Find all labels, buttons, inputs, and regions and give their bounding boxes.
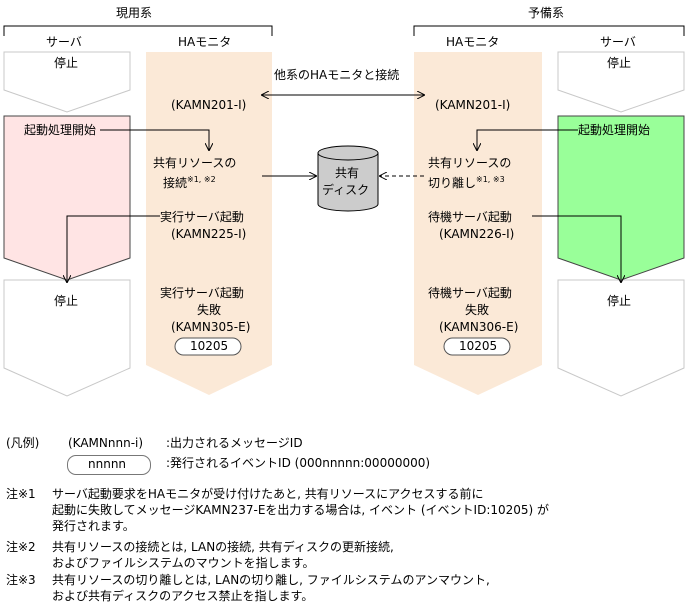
standby-monitor-msg1: (KAMN201-I): [435, 98, 511, 112]
active-monitor-column: [146, 52, 272, 395]
connection-label: 他系のHAモニタと接続: [274, 68, 400, 82]
active-start-server-label: 実行サーバ起動: [160, 210, 244, 224]
active-shared-note: ※1, ※2: [187, 175, 216, 184]
note2-line2: およびファイルシステムのマウントを指します。: [52, 556, 315, 570]
active-server-process-label: 起動処理開始: [24, 123, 97, 137]
standby-event-badge: [443, 337, 511, 356]
standby-shared-note: ※1, ※3: [476, 175, 505, 184]
legend-message-sample: (KAMNnnn-i): [68, 436, 144, 450]
active-fail-line2: 失敗: [197, 303, 222, 317]
active-start-arrow: [100, 129, 209, 150]
standby-server-stop-bottom: [557, 279, 685, 397]
active-server-stop-bottom: [3, 279, 131, 397]
legend-event-badge: [67, 455, 151, 475]
standby-monitor-heading: HAモニタ: [446, 35, 500, 49]
active-server-stop-top-label: 停止: [54, 56, 79, 70]
standby-server-heading: サーバ: [600, 35, 636, 49]
active-event-badge: [174, 337, 242, 356]
active-shared-line2: 接続※1, ※2: [163, 175, 216, 190]
standby-start-server-label: 待機サーバ起動: [428, 210, 512, 224]
active-event-id: 10205: [190, 339, 229, 353]
note2-mark: 注※2: [6, 540, 36, 554]
standby-system-bracket: [413, 25, 685, 36]
standby-server-stop-bottom-label: 停止: [607, 294, 632, 308]
active-system-bracket: [3, 25, 273, 36]
note3-line1: 共有リソースの切り離しとは, LANの切り離し, ファイルシステムのアンマウント…: [52, 573, 490, 587]
note1-mark: 注※1: [6, 487, 36, 501]
note1-line2: 起動に失敗してメッセージKAMN237-Eを出力する場合は, イベント (イベン…: [52, 503, 550, 517]
standby-system-label: 予備系: [528, 6, 565, 20]
note2-line1: 共有リソースの接続とは, LANの接続, 共有ディスクの更新接続,: [52, 540, 394, 554]
shared-disk-icon: [317, 145, 379, 212]
active-monitor-msg1: (KAMN201-I): [171, 98, 247, 112]
legend-message-desc: :出力されるメッセージID: [166, 436, 303, 450]
legend-event-sample: nnnnn: [88, 457, 127, 471]
active-system-label: 現用系: [116, 6, 153, 20]
standby-shared-line2: 切り離し※1, ※3: [428, 175, 505, 190]
standby-monitor-column: [414, 52, 542, 395]
standby-fail-line2: 失敗: [465, 303, 490, 317]
active-monitor-heading: HAモニタ: [178, 35, 232, 49]
standby-shared-line1: 共有リソースの: [428, 156, 512, 170]
standby-server-process-block: [557, 115, 685, 281]
standby-run-arrow: [532, 215, 621, 282]
active-server-process-block: [3, 115, 131, 281]
active-server-stop-bottom-label: 停止: [54, 294, 79, 308]
active-monitor-msg3: (KAMN305-E): [171, 320, 251, 334]
legend-event-desc: :発行されるイベントID (000nnnnn:00000000): [166, 456, 431, 470]
active-monitor-msg2: (KAMN225-I): [171, 227, 247, 241]
active-server-stop-top: [3, 51, 131, 113]
standby-monitor-msg3: (KAMN306-E): [439, 320, 519, 334]
active-server-heading: サーバ: [46, 35, 82, 49]
note3-mark: 注※3: [6, 573, 36, 587]
note3-line2: および共有ディスクのアクセス禁止を指します。: [52, 589, 314, 603]
disk-label-line2: ディスク: [322, 183, 370, 197]
standby-server-process-label: 起動処理開始: [578, 123, 651, 137]
standby-server-stop-top: [557, 51, 685, 113]
standby-monitor-msg2: (KAMN226-I): [439, 227, 515, 241]
active-run-arrow: [67, 215, 160, 282]
standby-server-stop-top-label: 停止: [607, 56, 632, 70]
note1-line3: 発行されます。: [52, 519, 135, 533]
standby-event-id: 10205: [459, 339, 498, 353]
standby-start-arrow: [477, 129, 578, 150]
flow-diagram: [3, 25, 685, 397]
disk-label-line1: 共有: [335, 166, 360, 180]
note1-line1: サーバ起動要求をHAモニタが受け付けたあと, 共有リソースにアクセスする前に: [52, 487, 484, 501]
legend-title: (凡例): [6, 436, 40, 450]
active-fail-line1: 実行サーバ起動: [160, 286, 244, 300]
active-shared-line1: 共有リソースの: [153, 156, 237, 170]
standby-fail-line1: 待機サーバ起動: [428, 286, 512, 300]
